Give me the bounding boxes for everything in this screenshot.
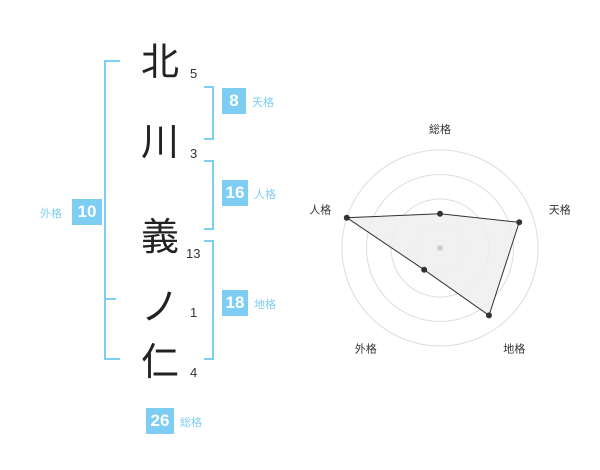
stroke-count-5: 4 [190, 365, 198, 380]
gaikaku-value-badge: 10 [72, 199, 102, 225]
tenkaku-value-badge: 8 [222, 88, 246, 114]
chikaku-label: 地格 [254, 298, 276, 311]
radar-area [345, 213, 520, 317]
radar-axis-label-1: 天格 [549, 202, 571, 216]
gaikaku-label: 外格 [40, 207, 62, 220]
name-char-1: 北 [140, 40, 179, 84]
name-char-5: 仁 [140, 340, 179, 384]
radar-axis-label-2: 地格 [503, 342, 525, 356]
radar-point-1 [516, 219, 523, 226]
soukaku-label: 総格 [180, 416, 202, 429]
jinkaku-value-badge: 16 [222, 180, 248, 206]
name-char-4: ノ [140, 285, 179, 329]
radar-point-2 [485, 312, 492, 319]
radar-ring-4 [341, 149, 539, 347]
radar-point-3 [421, 266, 428, 273]
name-char-2: 川 [140, 120, 179, 164]
radar-axis-label-0: 総格 [429, 122, 451, 136]
radar-point-4 [343, 214, 350, 221]
chikaku-value-badge: 18 [222, 290, 248, 316]
radar-point-0 [437, 210, 443, 217]
stroke-count-3: 13 [186, 246, 201, 261]
radar-ring-3 [366, 174, 514, 322]
radar-points [343, 210, 523, 319]
jinkaku-label: 人格 [254, 188, 276, 201]
soukaku-value-badge: 26 [146, 408, 174, 434]
radar-center-dot [437, 245, 443, 251]
radar-axis-label-4: 人格 [309, 202, 331, 216]
name-char-3: 義 [140, 215, 179, 259]
tenkaku-label: 天格 [252, 96, 274, 109]
stroke-count-4: 1 [190, 305, 198, 320]
stroke-count-2: 3 [190, 146, 198, 161]
stroke-count-1: 5 [190, 66, 198, 81]
radar-axis-label-3: 外格 [355, 342, 377, 356]
